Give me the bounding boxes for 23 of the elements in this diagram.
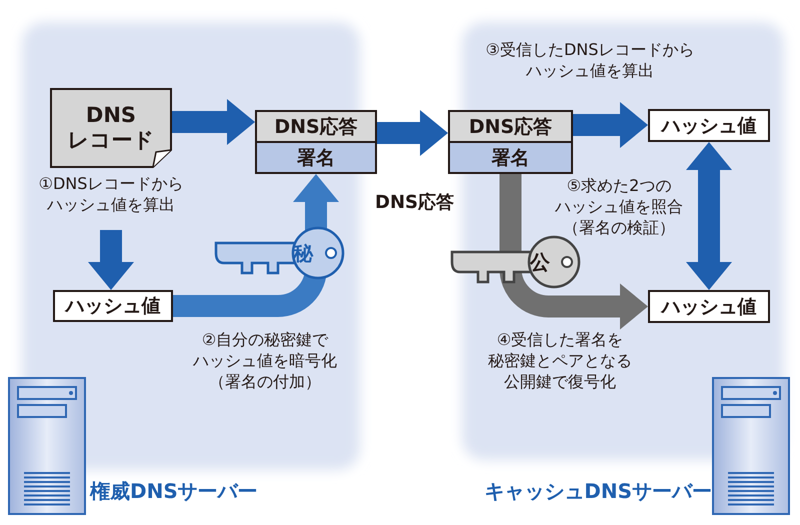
block-arrow [500, 174, 648, 330]
key-label: 公 [528, 249, 551, 276]
edge-label: DNS応答 [374, 191, 455, 214]
step-caption: ⑤求めた2つのハッシュ値を照合（署名の検証） [554, 176, 684, 238]
server-label: 権威DNSサーバー [90, 478, 259, 505]
block-arrow [173, 174, 339, 317]
hash-value-box: ハッシュ値 [648, 290, 770, 323]
block-arrow [172, 99, 255, 145]
key-label: 秘 [292, 240, 314, 267]
block-arrow [377, 110, 448, 156]
server-label: キャッシュDNSサーバー [483, 478, 712, 505]
block-arrow [686, 142, 732, 290]
block-arrow [573, 102, 648, 148]
step-caption: ④受信した署名を秘密鍵とペアとなる公開鍵で復号化 [487, 330, 633, 392]
response-header: DNS応答 [450, 112, 571, 141]
step-caption: ②自分の秘密鍵でハッシュ値を暗号化（署名の付加） [192, 330, 338, 392]
response-header: DNS応答 [257, 112, 375, 141]
signature-row: 署名 [257, 141, 375, 172]
step-caption: ③受信したDNSレコードからハッシュ値を算出 [484, 40, 696, 82]
document-card: DNS レコード [50, 88, 172, 168]
hash-value-box: ハッシュ値 [648, 109, 770, 142]
hash-value-box: ハッシュ値 [53, 290, 173, 322]
signature-row: 署名 [450, 141, 571, 172]
